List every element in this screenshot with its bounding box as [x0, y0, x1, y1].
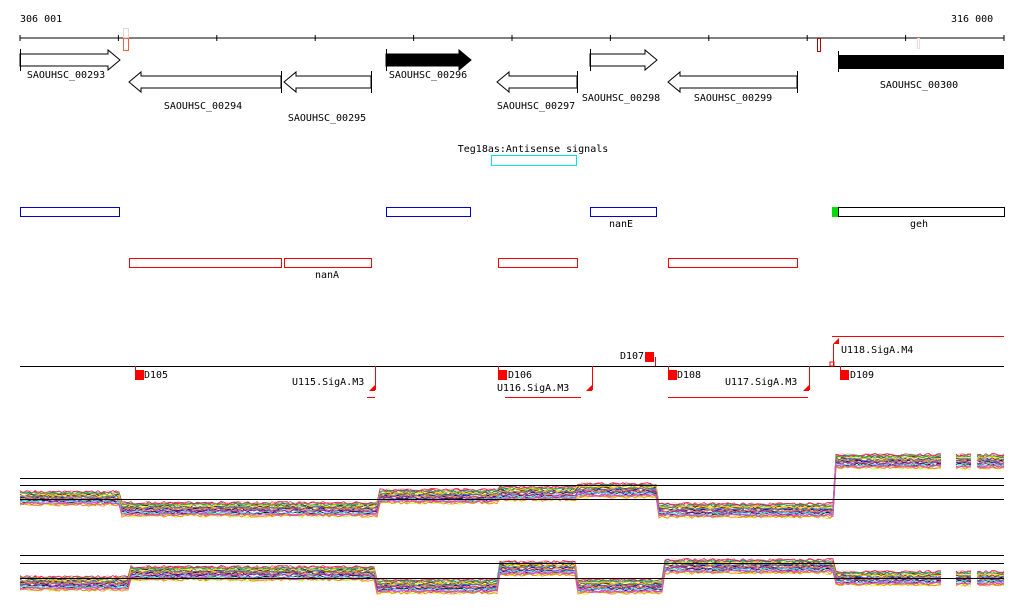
feature-marker[interactable] [498, 370, 507, 380]
gene-arrow[interactable] [283, 70, 372, 94]
feature-U118[interactable]: U118.SigA.M4 [841, 345, 914, 356]
marker [817, 38, 821, 52]
feature-D108[interactable]: D108 [677, 370, 702, 381]
feature-U115[interactable]: U115.SigA.M3 [292, 377, 365, 388]
red-feature[interactable] [284, 258, 372, 268]
antisense-label: Teg18as:Antisense signals [457, 144, 609, 155]
feature-marker[interactable] [668, 370, 677, 380]
gene-arrow[interactable] [385, 48, 472, 72]
gene-label[interactable]: SAOUHSC_00293 [26, 70, 106, 81]
red-feature[interactable] [498, 258, 578, 268]
blue-feature[interactable] [386, 207, 471, 217]
nanE-label: nanE [608, 219, 634, 230]
feature-marker[interactable] [645, 352, 654, 362]
feature-D105[interactable]: D105 [144, 370, 169, 381]
antisense-box[interactable] [491, 155, 577, 166]
nanA-label: nanA [314, 270, 340, 281]
feature-marker[interactable] [840, 370, 849, 380]
marker [123, 28, 129, 38]
feature-D107[interactable]: D107 [620, 351, 645, 362]
marker [829, 361, 835, 367]
gene-block[interactable] [838, 55, 1004, 69]
marker [917, 38, 920, 49]
marker [123, 38, 129, 51]
ruler-end: 316 000 [951, 14, 994, 25]
gene-arrow[interactable] [128, 70, 282, 94]
gene-arrow[interactable] [19, 48, 121, 72]
geh-label: geh [909, 219, 929, 230]
signal-line [19, 567, 1005, 592]
gene-label[interactable]: SAOUHSC_00300 [879, 80, 959, 91]
feature-U117[interactable]: U117.SigA.M3 [725, 377, 798, 388]
red-feature[interactable] [668, 258, 798, 268]
feature-D106[interactable]: D106 [508, 370, 533, 381]
blue-feature[interactable] [590, 207, 657, 217]
signal-line [19, 562, 1005, 587]
signal-line [19, 464, 1005, 518]
feature-U116[interactable]: U116.SigA.M3 [497, 383, 570, 394]
feature-D109[interactable]: D109 [850, 370, 875, 381]
signal-line [19, 569, 1005, 594]
gene-label[interactable]: SAOUHSC_00299 [693, 93, 773, 104]
promoter-flag [803, 385, 809, 391]
gene-label[interactable]: SAOUHSC_00296 [388, 70, 468, 81]
gene-arrow[interactable] [589, 48, 658, 72]
gene-label[interactable]: SAOUHSC_00295 [287, 113, 367, 124]
feature-marker[interactable] [135, 370, 144, 380]
gene-label[interactable]: SAOUHSC_00294 [163, 101, 243, 112]
red-feature[interactable] [129, 258, 282, 268]
promoter-flag [833, 338, 839, 344]
promoter-flag [369, 385, 375, 391]
gene-label[interactable]: SAOUHSC_00297 [496, 101, 576, 112]
promoter-flag [586, 385, 592, 391]
blue-feature[interactable] [838, 207, 1005, 217]
signal-line [19, 458, 1005, 511]
gene-arrow[interactable] [667, 70, 798, 94]
blue-feature[interactable] [20, 207, 120, 217]
ruler-start: 306 001 [20, 14, 63, 25]
gene-label[interactable]: SAOUHSC_00298 [581, 93, 661, 104]
green-feature [832, 207, 838, 217]
signal-line [19, 461, 1005, 514]
gene-arrow[interactable] [496, 70, 578, 94]
